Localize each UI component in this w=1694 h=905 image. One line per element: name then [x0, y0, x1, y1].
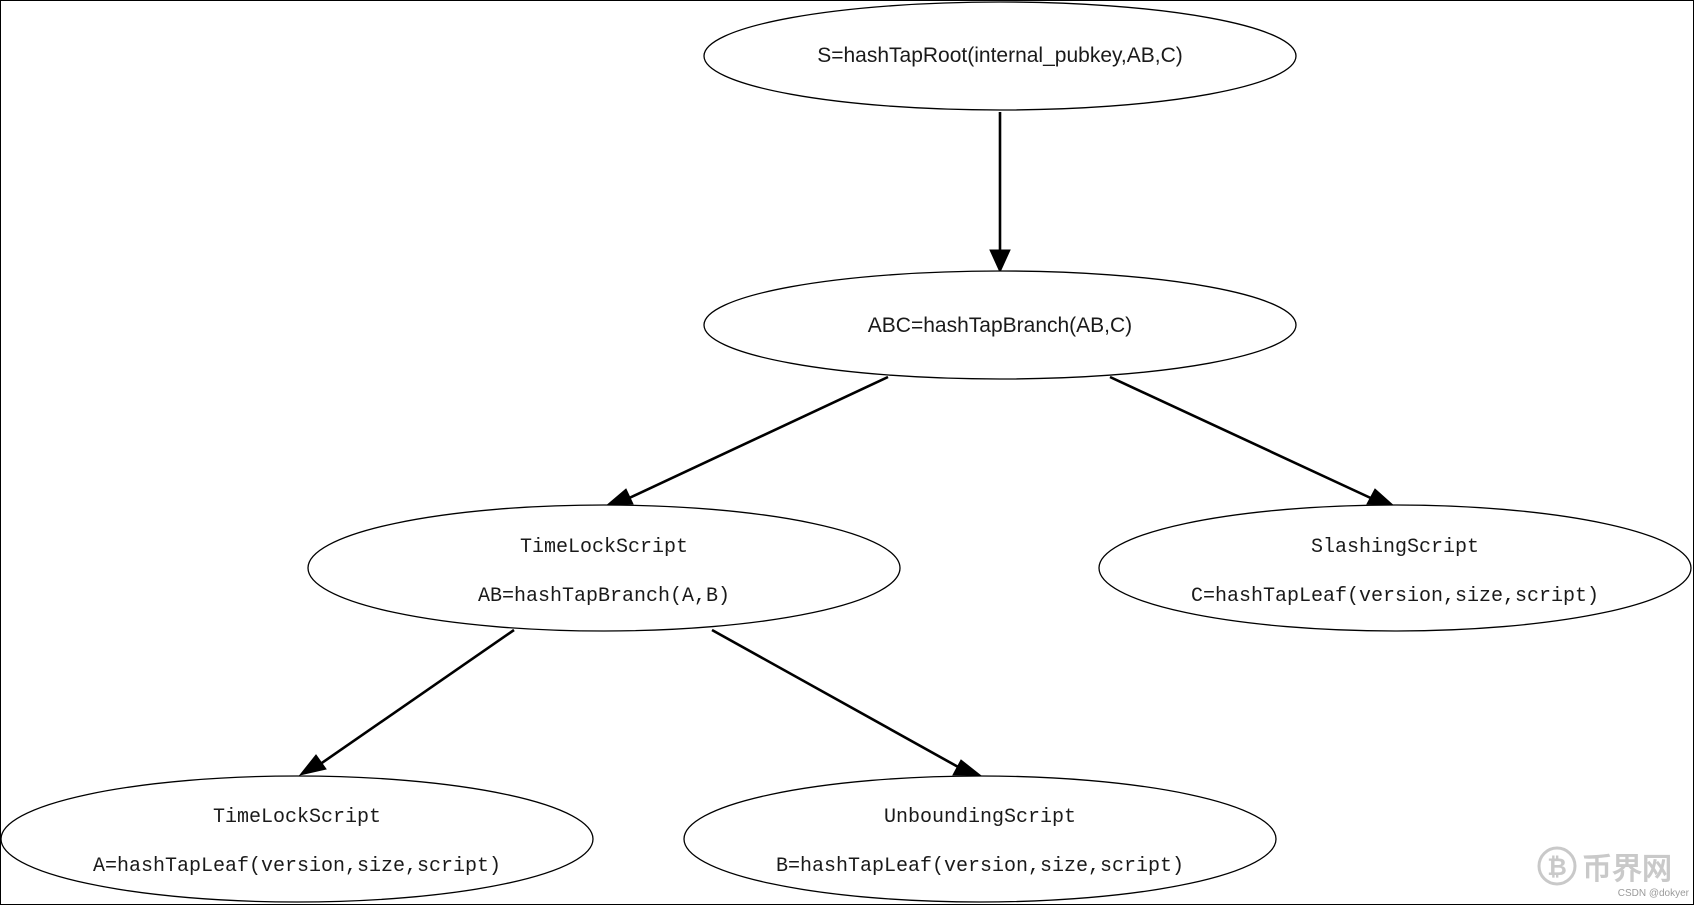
edge-ab-a [315, 628, 515, 769]
arrowhead-abc-c [1366, 488, 1396, 507]
edge-abc-c [1109, 375, 1376, 502]
node-ab-formula: AB=hashTapBranch(A,B) [478, 585, 730, 608]
node-b: UnboundingScript B=hashTapLeaf(version,s… [683, 775, 1277, 903]
node-c: SlashingScript C=hashTapLeaf(version,siz… [1098, 504, 1692, 632]
bitcoin-circle-icon [1537, 846, 1577, 886]
node-root: S=hashTapRoot(internal_pubkey,AB,C) [703, 1, 1297, 111]
node-b-title: UnboundingScript [884, 806, 1076, 829]
node-abc-label: ABC=hashTapBranch(AB,C) [868, 314, 1132, 337]
arrowhead-root-abc [989, 249, 1011, 274]
edge-ab-b [711, 628, 961, 770]
watermark: ₿ 币界网 CSDN @dokyer [1537, 846, 1690, 899]
arrowhead-abc-ab [604, 488, 634, 507]
node-a-title: TimeLockScript [213, 806, 381, 829]
watermark-credit: CSDN @dokyer [1618, 888, 1690, 899]
node-a: TimeLockScript A=hashTapLeaf(version,siz… [0, 775, 594, 903]
arrowhead-ab-a [298, 754, 327, 776]
node-b-formula: B=hashTapLeaf(version,size,script) [776, 855, 1184, 878]
arrowhead-ab-b [952, 759, 982, 776]
watermark-logo-text: 币界网 [1582, 852, 1672, 887]
edge-abc-ab [624, 375, 889, 502]
bitcoin-glyph-icon: ₿ [1547, 853, 1567, 881]
node-c-formula: C=hashTapLeaf(version,size,script) [1191, 585, 1599, 608]
node-ab: TimeLockScript AB=hashTapBranch(A,B) [307, 504, 901, 632]
node-root-label: S=hashTapRoot(internal_pubkey,AB,C) [817, 44, 1183, 67]
node-c-title: SlashingScript [1311, 536, 1479, 559]
node-a-formula: A=hashTapLeaf(version,size,script) [93, 855, 501, 878]
node-ab-title: TimeLockScript [520, 536, 688, 559]
node-abc: ABC=hashTapBranch(AB,C) [703, 270, 1297, 380]
edges [298, 112, 1396, 776]
